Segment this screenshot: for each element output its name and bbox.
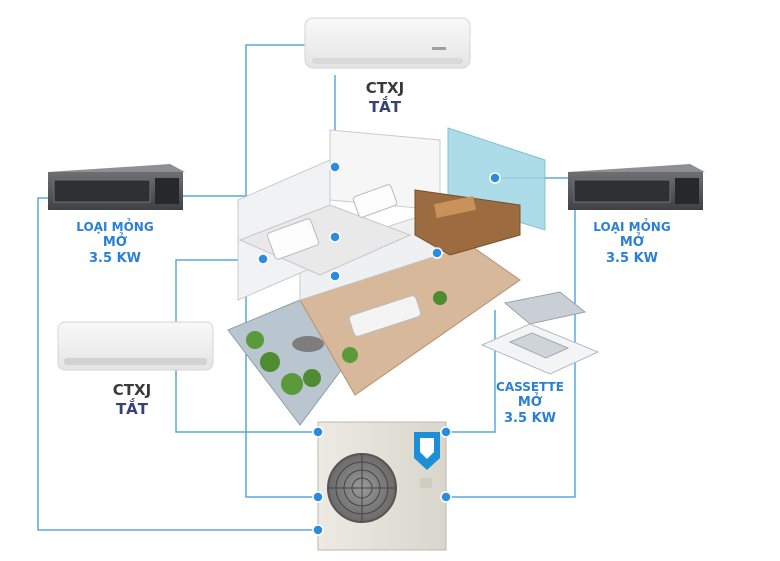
unit-name: LOẠI MỎNG: [76, 220, 154, 234]
label-wall-unit-top: CTXJ TẮT: [335, 79, 435, 117]
unit-name: CTXJ: [365, 79, 405, 97]
unit-power: 3.5 KW: [89, 251, 141, 267]
house-plant: [303, 369, 321, 387]
house-bed-2: [352, 184, 398, 218]
house-sofa: [348, 295, 422, 337]
label-duct-left: LOẠI MỎNG MỞ 3.5 KW: [55, 220, 175, 268]
room-indicator-dots: [257, 161, 501, 282]
label-cassette: CASSETTE MỞ 3.5 KW: [480, 380, 580, 428]
ducted-unit-right: [568, 164, 705, 210]
unit-name: CASSETTE: [496, 380, 564, 394]
house-plant: [342, 347, 358, 363]
connection-dots: [312, 426, 452, 536]
unit-power: 3.5 KW: [606, 251, 658, 267]
pipe-duct-left: [37, 197, 318, 531]
unit-state: TẮT: [368, 97, 402, 116]
cassette-unit: [480, 291, 600, 375]
unit-state: TẮT: [115, 399, 149, 418]
house-plant: [281, 373, 303, 395]
house-plant: [433, 291, 447, 305]
unit-state: MỞ: [619, 235, 645, 250]
house-bed: [266, 218, 320, 260]
unit-state: MỞ: [517, 395, 543, 410]
house-plant: [246, 331, 264, 349]
wall-unit-top: [304, 17, 471, 69]
house-plant: [260, 352, 280, 372]
house-table: [292, 336, 324, 352]
ducted-unit-left: [48, 164, 185, 210]
unit-state: MỞ: [102, 235, 128, 250]
label-duct-right: LOẠI MỎNG MỞ 3.5 KW: [572, 220, 692, 268]
wall-unit-left: [57, 321, 214, 371]
unit-power: 3.5 KW: [504, 411, 556, 427]
outdoor-unit: [317, 421, 447, 551]
unit-name: LOẠI MỎNG: [593, 220, 671, 234]
house-dining-table: [433, 195, 477, 219]
unit-name: CTXJ: [112, 381, 152, 399]
unit-logo-mark: [432, 47, 446, 50]
label-wall-unit-left: CTXJ TẮT: [82, 381, 182, 419]
